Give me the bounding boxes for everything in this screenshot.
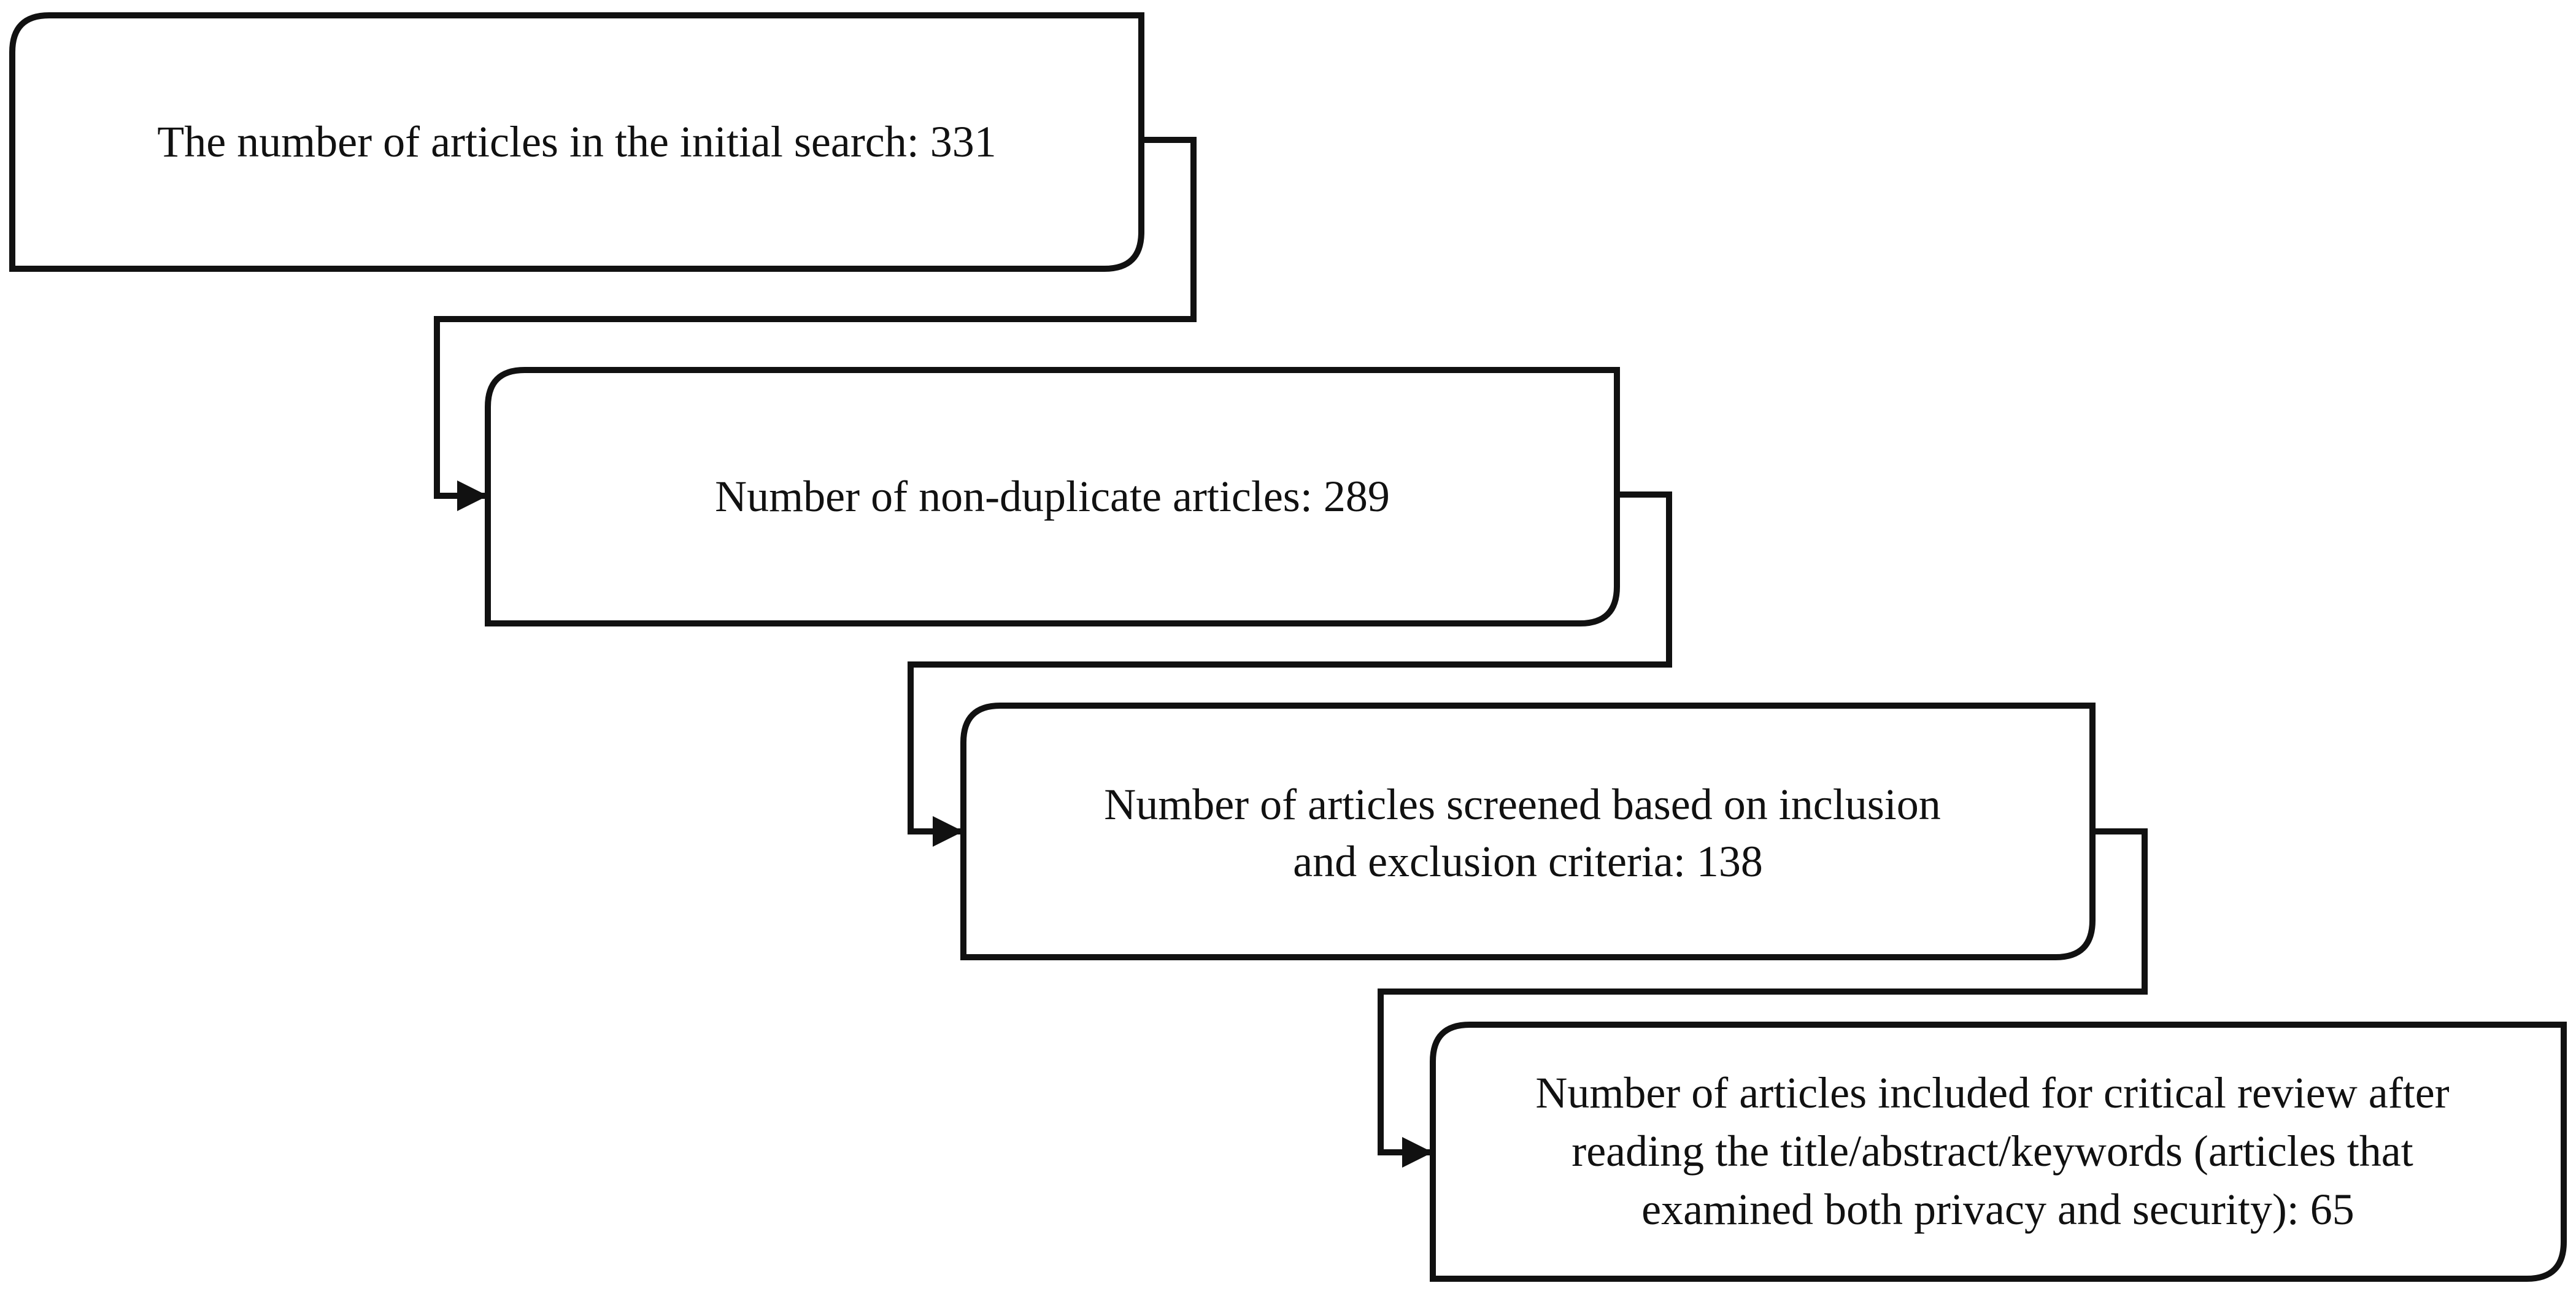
- step-3-frame: [960, 703, 2096, 960]
- step-2-line-1: Number of non-duplicate articles: 289: [715, 472, 1390, 521]
- step-3-box: Number of articles screened based on inc…: [960, 703, 2096, 960]
- step-4-frame: [1430, 1022, 2567, 1282]
- step-3-text: Number of articles screened based on inc…: [1104, 780, 1952, 886]
- connector-3-4: [1378, 828, 2148, 1168]
- step-4-line-2: reading the title/abstract/keywords (art…: [1571, 1127, 2413, 1176]
- step-4-box: Number of articles included for critical…: [1430, 1022, 2567, 1282]
- connector-1-2: [434, 137, 1197, 511]
- step-1-text: The number of articles in the initial se…: [157, 117, 997, 166]
- step-3-line-1: Number of articles screened based on inc…: [1104, 780, 1941, 829]
- step-1-frame: [9, 12, 1144, 272]
- step-4-line-3: examined both privacy and security): 65: [1641, 1185, 2354, 1234]
- step-1-line-1: The number of articles in the initial se…: [157, 117, 997, 166]
- step-2-text: Number of non-duplicate articles: 289: [715, 472, 1390, 521]
- step-2-frame: [485, 367, 1620, 626]
- connector-2-3: [908, 491, 1672, 847]
- step-4-line-1: Number of articles included for critical…: [1535, 1068, 2449, 1117]
- step-2-box: Number of non-duplicate articles: 289: [485, 367, 1620, 626]
- step-1-box: The number of articles in the initial se…: [9, 12, 1144, 272]
- step-4-text: Number of articles included for critical…: [1535, 1068, 2460, 1234]
- step-3-line-2: and exclusion criteria: 138: [1293, 837, 1763, 886]
